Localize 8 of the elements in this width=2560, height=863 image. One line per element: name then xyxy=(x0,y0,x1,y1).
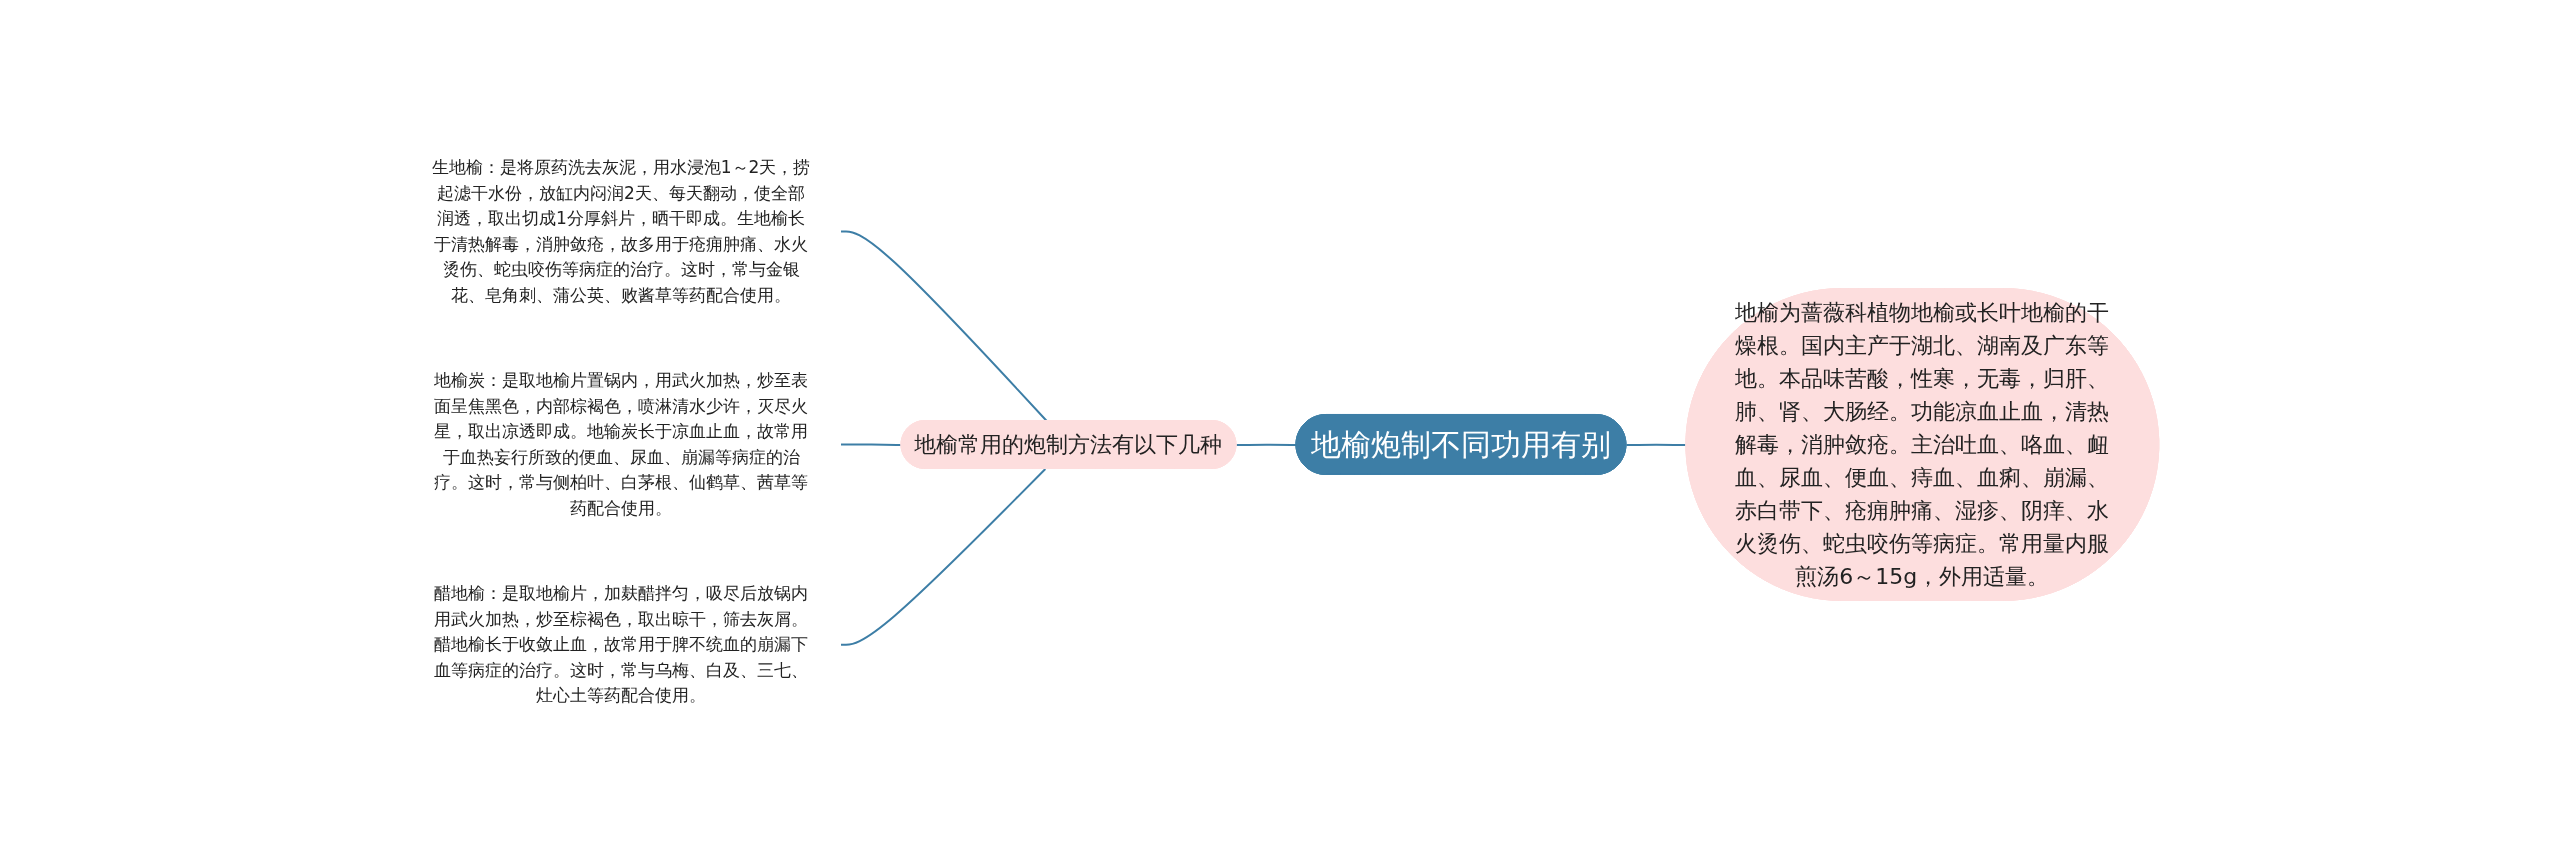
connector xyxy=(1625,443,1688,446)
connector xyxy=(1235,443,1298,446)
node-text: 醋地榆：是取地榆片，加麸醋拌匀，吸尽后放锅内用武火加热，炒至棕褐色，取出晾干，筛去灰屑。醋地榆长于收敛止血，故常用于脾不统血的崩漏下血等病症的治疗。这时，常与乌梅、白及、三七、灶心土等药配合使用。 xyxy=(434,582,809,705)
connector xyxy=(840,230,1048,422)
connector xyxy=(840,443,903,446)
node-text: 生地榆：是将原药洗去灰泥，用水浸泡1～2天，捞起滤干水份，放缸内闷润2天、每天翻动，使全部润透，取出切成1分厚斜片，晒干即成。生地榆长于清热解毒，消肿敛疮，故多用于疮痈肿痛、水火烫伤、蛇虫咬伤等病症的治疗。这时，常与金银花、皂角刺、蒲公英、败酱草等药配合使用。 xyxy=(431,156,811,305)
node-text: 地榆炭：是取地榆片置锅内，用武火加热，炒至表面呈焦黑色，内部棕褐色，喷淋清水少许，灭尽火星，取出凉透即成。地输炭长于凉血止血，故常用于血热妄行所致的便血、尿血、崩漏等病症的治疗。这时，常与侧柏叶、白茅根、仙鹤草、茜草等药配合使用。 xyxy=(434,369,809,518)
connector xyxy=(840,467,1047,646)
